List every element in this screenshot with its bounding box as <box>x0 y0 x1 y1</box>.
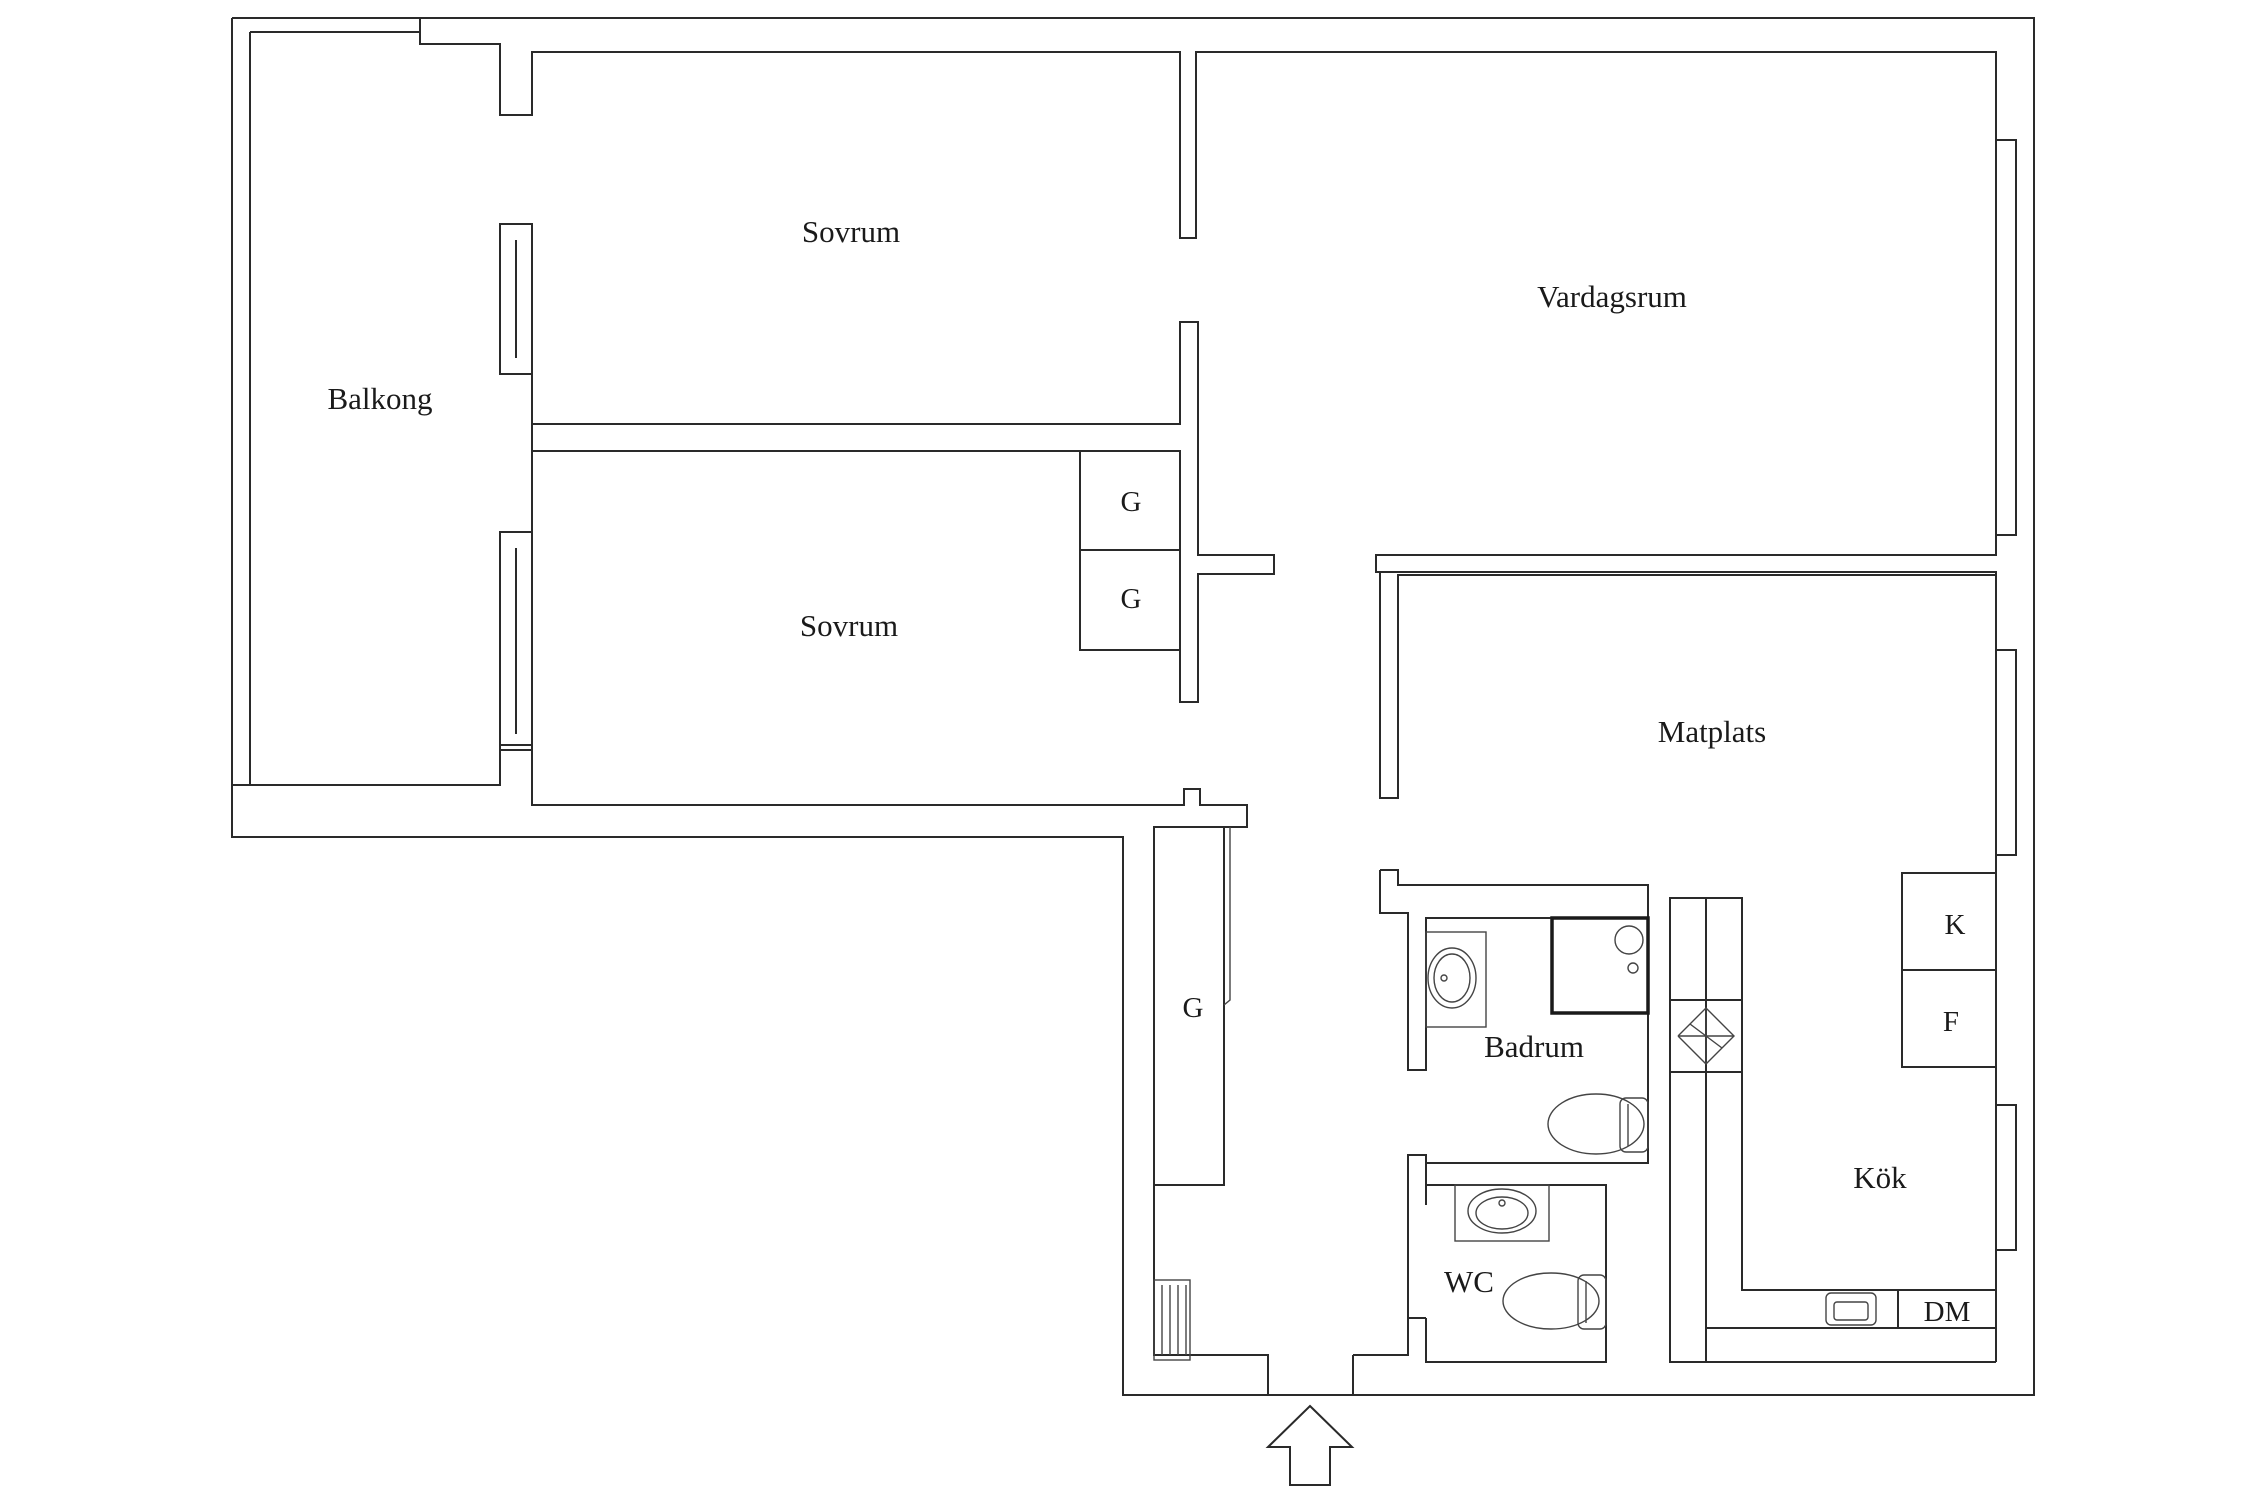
room-label-wc: WC <box>1444 1264 1494 1299</box>
fixture-label-diskmaskin: DM <box>1924 1296 1971 1328</box>
fixture-label-garderob-1: G <box>1121 486 1142 518</box>
room-label-vardagsrum: Vardagsrum <box>1537 279 1687 314</box>
balcony-area <box>232 31 1248 828</box>
entrance-door <box>1267 1317 1426 1395</box>
ventilation-shaft-icon <box>1669 999 1743 1073</box>
room-label-balkong: Balkong <box>327 381 432 416</box>
sink-icon <box>1425 931 1487 1028</box>
fixture-label-frys: F <box>1943 1006 1959 1038</box>
bedroom-walls <box>531 321 1275 703</box>
room-label-sovrum-1: Sovrum <box>802 214 900 249</box>
entrance-arrow-icon <box>1265 1404 1355 1486</box>
room-label-kok: Kök <box>1853 1160 1907 1195</box>
dining-walls <box>1375 555 1996 799</box>
room-label-badrum: Badrum <box>1484 1029 1584 1064</box>
fixture-label-garderob-2: G <box>1121 583 1142 615</box>
radiator-icon <box>1153 1279 1191 1361</box>
wc-walls <box>1407 1154 1607 1363</box>
shower-icon <box>1550 916 1650 1015</box>
bathroom-walls <box>1379 869 1649 1318</box>
kitchen-walls <box>1669 872 1997 1363</box>
hall-wardrobe <box>1153 826 1269 1395</box>
toilet-icon <box>1502 1272 1607 1330</box>
fixture-label-kyl: K <box>1945 909 1966 941</box>
fixture-label-garderob-hall: G <box>1183 992 1204 1024</box>
stove-icon <box>1825 1292 1877 1326</box>
room-label-matplats: Matplats <box>1658 714 1767 749</box>
toilet-icon <box>1547 1093 1649 1155</box>
room-label-sovrum-2: Sovrum <box>800 608 898 643</box>
sink-icon <box>1454 1184 1550 1242</box>
